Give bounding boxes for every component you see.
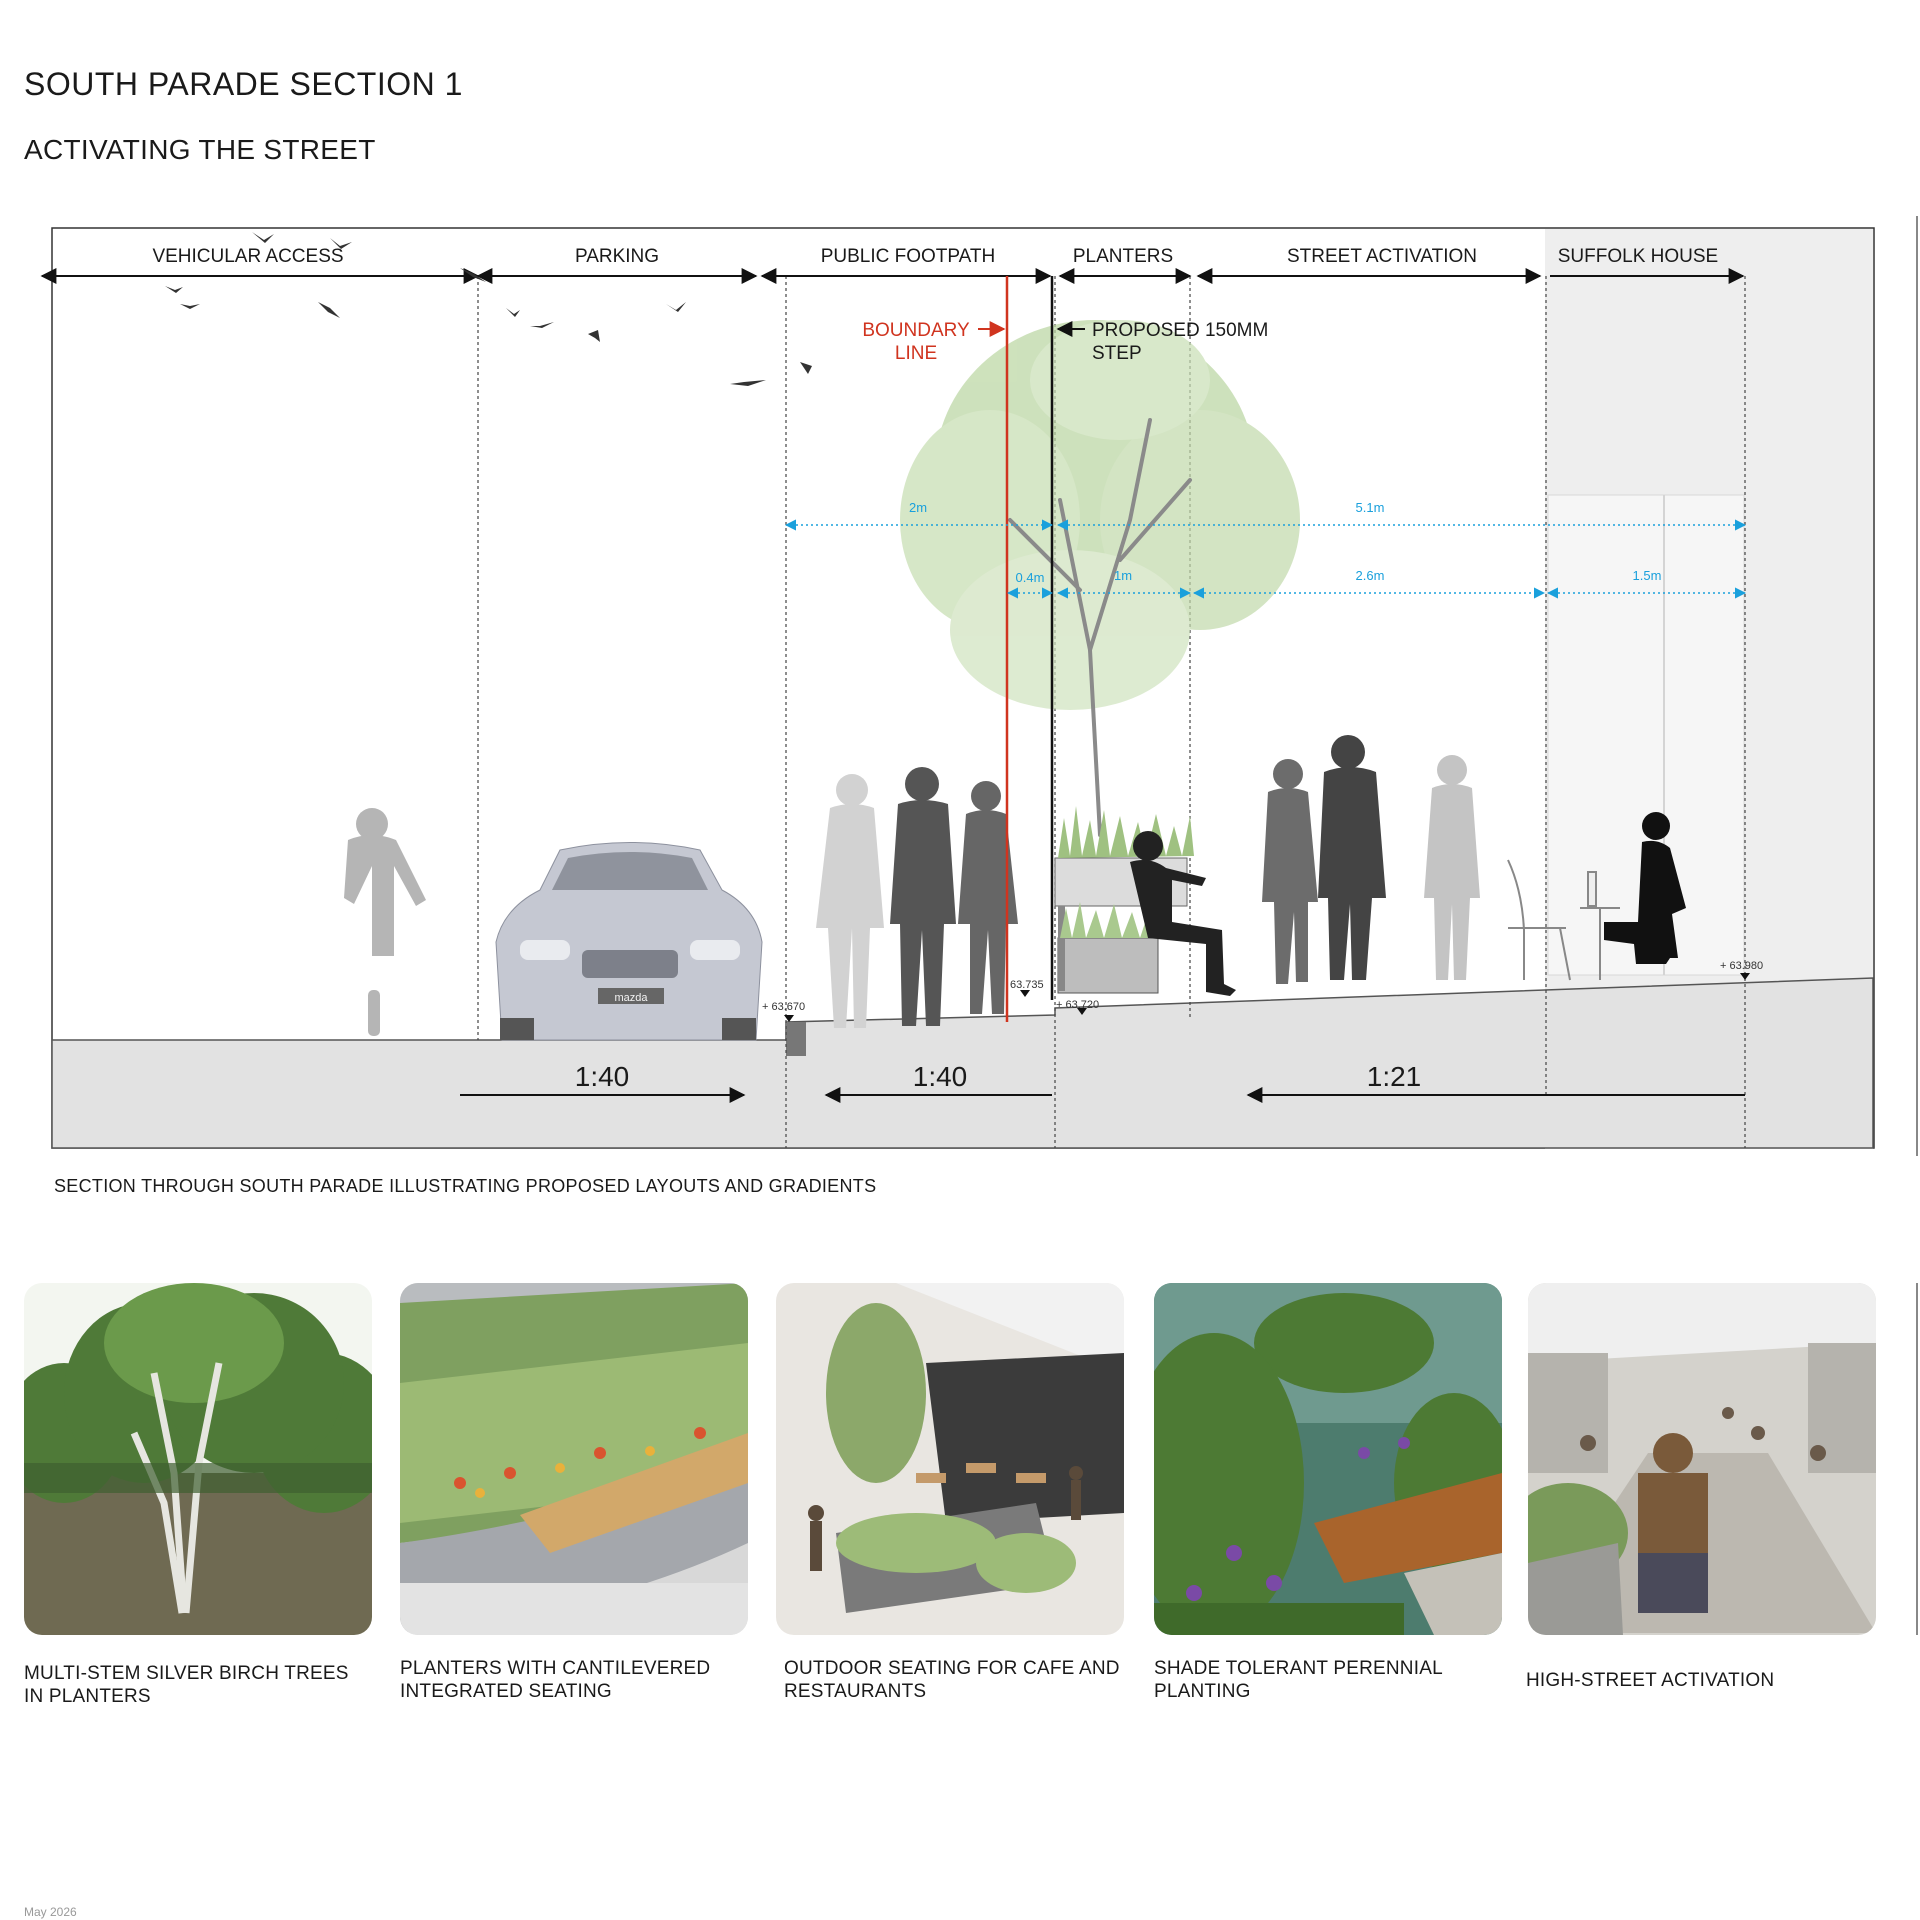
dim-2-6m: 2.6m: [1356, 568, 1385, 583]
photo-high-street: [1528, 1283, 1876, 1635]
page-title: SOUTH PARADE SECTION 1: [24, 66, 463, 102]
street-section-diagram: VEHICULAR ACCESS PARKING PUBLIC FOOTPATH…: [40, 227, 1875, 1149]
right-edge-mark-2: [1916, 1283, 1918, 1635]
tree-illustration: [900, 320, 1300, 710]
planter-units: [1054, 806, 1194, 994]
cafe-table: [1507, 859, 1620, 981]
gradient-label-3: 1:21: [1367, 1061, 1422, 1092]
zone-label-parking: PARKING: [575, 246, 659, 267]
dim-1-5m: 1.5m: [1633, 568, 1662, 583]
cyclist-silhouette: [344, 808, 426, 1036]
birds-icon: [165, 232, 812, 386]
page-subtitle: ACTIVATING THE STREET: [24, 134, 376, 165]
boundary-label-1: BOUNDARY: [862, 320, 970, 341]
photo-caption-5: HIGH-STREET ACTIVATION: [1526, 1670, 1775, 1691]
step-label-1: PROPOSED 150MM: [1092, 320, 1268, 341]
gradient-label-2: 1:40: [913, 1061, 968, 1092]
level-3: + 63.720: [1056, 999, 1099, 1011]
footer-date: May 2026: [24, 1905, 77, 1919]
pedestrians-street: [1262, 735, 1686, 984]
car-badge: mazda: [614, 992, 648, 1004]
zone-label-footpath: PUBLIC FOOTPATH: [821, 246, 996, 267]
dim-2m: 2m: [909, 500, 927, 515]
kerb: [786, 1022, 806, 1056]
dim-0-4m: 0.4m: [1016, 570, 1045, 585]
zone-label-planters: PLANTERS: [1073, 246, 1173, 267]
zone-label-vehicular: VEHICULAR ACCESS: [152, 246, 343, 267]
zone-label-suffolk-house: SUFFOLK HOUSE: [1558, 246, 1718, 267]
photo-silver-birch: [24, 1283, 372, 1635]
level-2: 63.735: [1010, 979, 1044, 991]
photo-planter-seating: [400, 1283, 748, 1635]
car-illustration: mazda: [495, 842, 763, 1041]
seated-woman-silhouette: [1604, 812, 1686, 964]
gradient-label-1: 1:40: [575, 1061, 630, 1092]
section-caption: SECTION THROUGH SOUTH PARADE ILLUSTRATIN…: [54, 1176, 877, 1196]
right-edge-mark: [1916, 216, 1918, 1156]
seated-reader-silhouette: [1130, 831, 1236, 996]
dim-1m: 1m: [1114, 568, 1132, 583]
photo-outdoor-seating: [776, 1283, 1124, 1635]
level-4: + 63.980: [1720, 960, 1763, 972]
pedestrians-footpath: [816, 767, 1018, 1028]
level-1: + 63.670: [762, 1001, 805, 1013]
boundary-label-2: LINE: [895, 343, 937, 364]
photo-perennial-planting: [1154, 1283, 1502, 1635]
dim-5-1m: 5.1m: [1356, 500, 1385, 515]
zone-label-activation: STREET ACTIVATION: [1287, 246, 1477, 267]
step-label-2: STEP: [1092, 343, 1142, 364]
